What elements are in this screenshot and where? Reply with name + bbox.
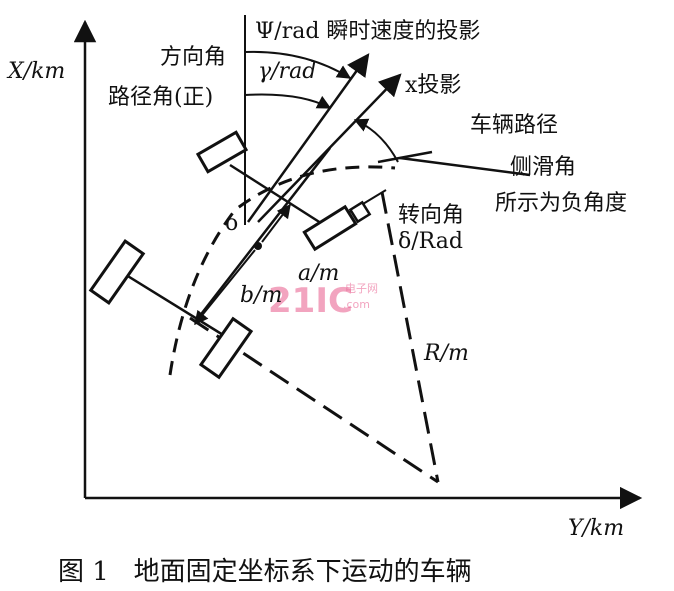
figure-caption: 图 1 地面固定坐标系下运动的车辆 <box>58 557 472 587</box>
x-projection-label: x投影 <box>405 73 461 98</box>
rear-axle <box>117 268 229 340</box>
slip-angle-arc <box>353 118 399 163</box>
slip-angle-label: 侧滑角 <box>510 155 576 180</box>
path-tangent-tick <box>377 150 433 164</box>
heading-angle-label: 方向角 <box>160 45 226 70</box>
b-label: b/m <box>240 283 282 308</box>
r-label: R/m <box>423 341 469 366</box>
path-angle-label: 路径角(正) <box>108 85 213 110</box>
steer-angle-label: 转向角 <box>398 203 464 228</box>
vehicle-path-label: 车辆路径 <box>470 113 558 138</box>
vehicle-centerline <box>194 147 331 323</box>
front-axle <box>229 163 336 234</box>
cg-point <box>254 242 262 250</box>
psi-label: Ψ/rad 瞬时速度的投影 <box>255 19 480 44</box>
front-left-wheel <box>195 130 249 174</box>
gamma-label: γ/rad <box>258 59 316 84</box>
path-angle-arc <box>244 93 332 109</box>
a-label: a/m <box>298 261 339 286</box>
origin-label: o <box>225 211 238 236</box>
vehicle-path-curve <box>168 165 396 376</box>
slip-angle-note: 所示为负角度 <box>495 191 627 216</box>
front-right-wheel <box>302 204 358 252</box>
rear-right-wheel <box>198 316 254 380</box>
axis-x-label: X/km <box>6 59 65 84</box>
watermark-logo: 21IC <box>268 281 353 321</box>
watermark-domain: .com <box>343 298 370 311</box>
axis-y-label: Y/km <box>568 516 624 541</box>
heading-line <box>246 53 370 223</box>
steer-indicator <box>348 200 372 224</box>
delta-label: δ/Rad <box>398 229 463 254</box>
watermark-sub: 电子网 <box>345 282 378 295</box>
radius-front-line <box>380 191 440 483</box>
b-dimension-arrow <box>194 249 256 326</box>
rear-left-wheel <box>88 239 146 305</box>
heading-angle-arc <box>244 50 352 79</box>
a-dimension-arrow <box>261 203 291 243</box>
slip-pointer-line <box>399 156 531 177</box>
